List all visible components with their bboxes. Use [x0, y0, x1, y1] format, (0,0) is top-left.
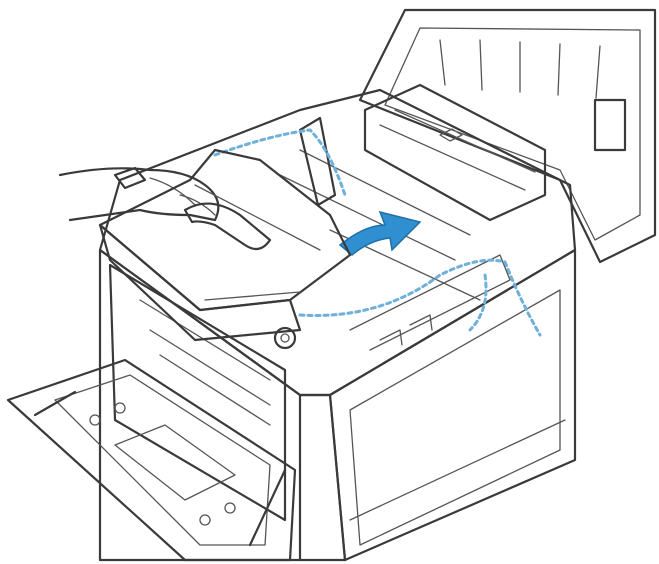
printer-side-panel	[349, 289, 561, 546]
cover-rib-5	[595, 45, 601, 99]
printer-front-corner	[298, 393, 347, 562]
cover-rib-1	[439, 39, 446, 86]
front-door-panel	[6, 358, 297, 562]
fuser-unit	[363, 83, 547, 222]
hand-outline	[58, 167, 220, 222]
cartridge-tab	[113, 166, 147, 190]
cartridge-roller-end	[273, 326, 297, 350]
front-door	[6, 263, 297, 562]
printer-body	[98, 88, 577, 562]
guide-slot-right	[468, 260, 542, 337]
cartridge-bay-rail-2	[279, 174, 456, 261]
bay-slot-2	[409, 314, 433, 331]
paper-tray-seam	[349, 419, 566, 521]
printer-top-surface	[98, 88, 577, 397]
top-cover-inner	[384, 27, 641, 241]
cartridge-ridge	[194, 184, 321, 251]
cartridge-front	[98, 223, 302, 342]
guide-line-upper	[213, 128, 347, 197]
bay-guide-clip	[298, 116, 337, 207]
bay-floor	[349, 254, 511, 351]
door-window	[114, 424, 236, 501]
cover-rib-4	[557, 43, 561, 96]
insertion-guides	[213, 128, 542, 337]
cartridge-roller-hub	[280, 333, 290, 343]
cavity-rib-2	[149, 329, 271, 406]
door-hole-4	[224, 502, 236, 514]
cover-hinge-right	[593, 98, 627, 152]
door-hole-1	[89, 414, 101, 426]
internal-mechanism	[279, 83, 547, 351]
cover-rib-2	[479, 39, 483, 91]
imaging-unit-icon	[98, 148, 352, 350]
cartridge-edge	[204, 291, 301, 301]
front-door-recess	[54, 374, 271, 546]
insert-arrow-icon	[338, 210, 422, 256]
printer-right-side	[328, 248, 577, 562]
thumb	[179, 194, 216, 216]
door-hole-2	[114, 402, 126, 414]
fuser-gear	[439, 128, 463, 142]
guide-line-lower	[298, 258, 507, 317]
cavity-rib-3	[159, 354, 271, 426]
cartridge-handle	[183, 202, 272, 251]
bay-slot-1	[379, 329, 403, 346]
fuser-roller-1	[379, 124, 526, 191]
door-strap-left	[33, 390, 77, 417]
door-hole-3	[199, 514, 211, 526]
door-strap-right	[248, 468, 287, 547]
fuser-roller-2	[394, 109, 536, 173]
front-cavity	[108, 263, 287, 522]
